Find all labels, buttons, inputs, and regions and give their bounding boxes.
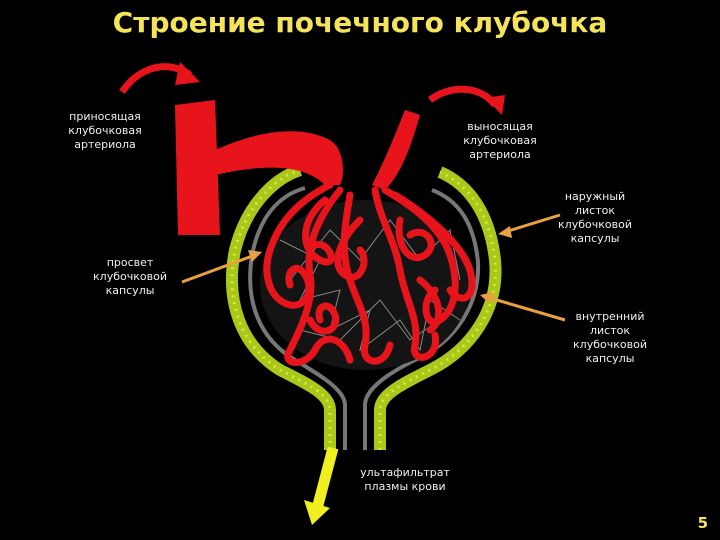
efferent-arteriole-label: выносящая клубочковая артериола <box>463 120 537 161</box>
filtrate-arrow <box>304 446 339 525</box>
inner-layer-label: внутренний листок клубочковой капсулы <box>573 310 647 365</box>
filtrate-label: ультафильтрат плазмы крови <box>360 466 450 493</box>
blood-flow-arrows <box>119 62 505 115</box>
capsule-lumen-label: просвет клубочковой капсулы <box>93 256 167 297</box>
glomerular-capillaries <box>263 181 476 366</box>
pointer-arrows <box>181 213 566 322</box>
efferent-arteriole <box>372 110 420 190</box>
page-title: Строение почечного клубочка <box>112 6 608 39</box>
outer-layer-label: наружный листок клубочковой капсулы <box>558 190 632 245</box>
page-number: 5 <box>697 514 708 532</box>
afferent-arteriole-label: приносящая клубочковая артериола <box>68 110 142 151</box>
capsule-outer-layer <box>226 164 502 450</box>
afferent-arteriole <box>175 100 343 235</box>
